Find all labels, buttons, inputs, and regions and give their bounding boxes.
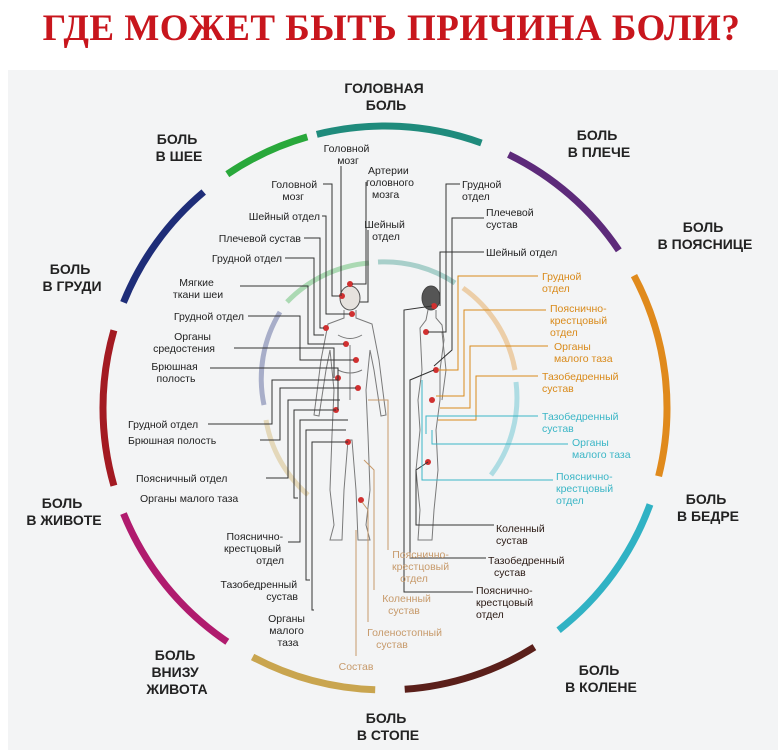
side-body-figure [415, 285, 447, 541]
arc-thigh [556, 503, 654, 633]
label-thigh-hip-joint: Тазобедренный сустав [542, 411, 621, 435]
inner-arc [263, 419, 310, 497]
category-thigh: БОЛЬ В БЕДРЕ [677, 491, 739, 524]
inner-arc [285, 260, 370, 304]
arc-chest [120, 189, 206, 304]
arc-foot [250, 653, 376, 694]
label-head-arteries: Артерии головного мозга [366, 165, 417, 201]
label-chest-mediastinum: Органы средостения [153, 331, 215, 355]
label-shoulder-joint: Плечевой сустав [486, 207, 537, 231]
label-lowerback-lumbosacral: Пояснично- крестцовый отдел [550, 303, 610, 339]
category-shoulder: БОЛЬ В ПЛЕЧЕ [568, 127, 630, 160]
category-foot: БОЛЬ В СТОПЕ [357, 710, 419, 743]
inner-arc [377, 259, 457, 286]
arc-abdomen [99, 329, 118, 487]
front-body-figure [313, 285, 387, 541]
inner-arc [258, 310, 283, 406]
label-foot-composition: Состав [339, 661, 374, 673]
label-chest-thoracic: Грудной отдел [174, 311, 244, 323]
inner-arc [489, 381, 520, 477]
leader-lines-dark [208, 166, 494, 611]
category-neck: БОЛЬ В ШЕЕ [156, 131, 203, 164]
page-title: ГДЕ МОЖЕТ БЫТЬ ПРИЧИНА БОЛИ? [42, 8, 741, 49]
category-abdomen: БОЛЬ В ЖИВОТЕ [26, 495, 101, 528]
label-abdomen-pelvic: Органы малого таза [140, 493, 238, 505]
label-neck-cervical: Шейный отдел [249, 211, 320, 223]
label-knee-lumbosacral: Пояснично- крестцовый отдел [476, 585, 536, 621]
label-neck-thoracic: Грудной отдел [212, 253, 282, 265]
label-foot-knee: Коленный сустав [382, 593, 434, 617]
label-lowerback-hip-joint: Тазобедренный сустав [542, 371, 621, 395]
label-shoulder-thoracic: Грудной отдел [462, 179, 504, 203]
label-neck-shoulder-joint: Плечевой сустав [219, 233, 302, 245]
leader-lines-teal [421, 380, 568, 481]
category-lowerabdomen: БОЛЬ ВНИЗУ ЖИВОТА [145, 647, 207, 697]
label-foot-lumbosacral: Пояснично- крестцовый отдел [392, 549, 452, 585]
arc-lowerabdomen [120, 512, 230, 645]
category-lowerback: БОЛЬ В ПОЯСНИЦЕ [658, 219, 753, 252]
label-thigh-pelvic: Органы малого таза [572, 437, 631, 461]
label-lowerabdomen-lumbosacral: Пояснично- крестцовый отдел [224, 531, 286, 567]
label-lowerabdomen-hip-joint: Тазобедренный сустав [221, 579, 300, 603]
label-thigh-lumbosacral: Пояснично- крестцовый отдел [556, 471, 616, 507]
label-chest-soft-tissue: Мягкие ткани шеи [173, 277, 223, 301]
arc-neck [225, 133, 309, 178]
label-abdomen-abdominal: Брюшная полость [128, 435, 217, 447]
label-shoulder-cervical: Шейный отдел [486, 247, 557, 259]
label-neck-brain: Головной мозг [271, 179, 320, 203]
arc-lowerback [630, 273, 671, 478]
label-abdomen-lumbar: Поясничный отдел [136, 473, 227, 485]
leader-lines-orange [436, 275, 548, 421]
label-head-cervical: Шейный отдел [364, 219, 407, 243]
label-abdomen-thoracic: Грудной отдел [128, 419, 198, 431]
label-lowerback-thoracic: Грудной отдел [542, 271, 584, 295]
category-chest: БОЛЬ В ГРУДИ [42, 261, 101, 294]
arc-head [315, 122, 483, 147]
label-knee-hip-joint: Тазобедренный сустав [488, 555, 567, 579]
leader-lines-tan [355, 399, 389, 656]
label-lowerabdomen-pelvic: Органы малого таза [268, 613, 308, 649]
arc-shoulder [507, 151, 622, 253]
label-head-brain: Головной мозг [324, 143, 373, 167]
label-lowerback-pelvic: Органы малого таза [554, 341, 613, 365]
category-knee: БОЛЬ В КОЛЕНЕ [565, 662, 637, 695]
label-chest-abdominal: Брюшная полость [151, 361, 200, 385]
label-foot-ankle: Голеностопный сустав [367, 627, 445, 651]
diagram-poster: ГОЛОВНАЯ БОЛЬ БОЛЬ В ПЛЕЧЕ БОЛЬ В ПОЯСНИ… [8, 70, 778, 750]
label-knee-knee-joint: Коленный сустав [496, 523, 548, 547]
pain-wheel-diagram: ГОЛОВНАЯ БОЛЬ БОЛЬ В ПЛЕЧЕ БОЛЬ В ПОЯСНИ… [26, 80, 753, 743]
inner-arc [461, 285, 518, 371]
category-head: ГОЛОВНАЯ БОЛЬ [344, 80, 427, 113]
arc-knee [404, 644, 537, 693]
